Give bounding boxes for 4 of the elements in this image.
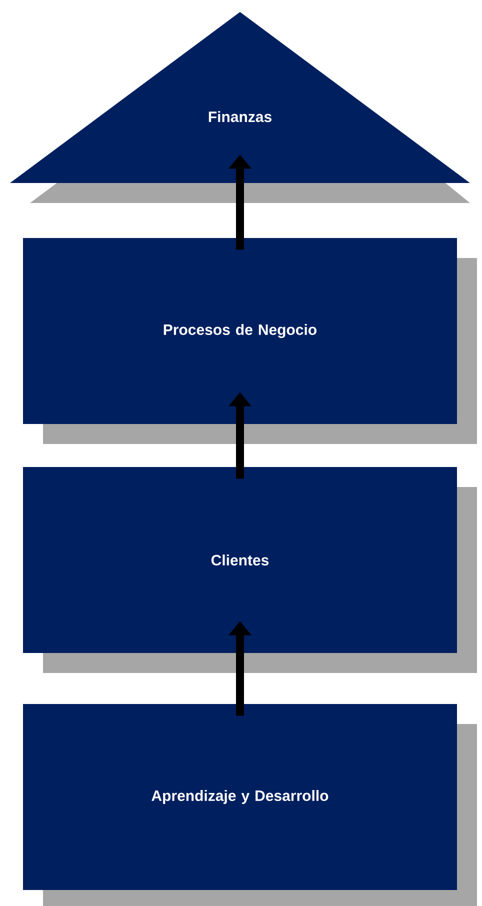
process-box: Aprendizaje y Desarrollo xyxy=(23,704,457,890)
process-box: Procesos de Negocio xyxy=(23,238,457,424)
process-box: Clientes xyxy=(23,467,457,653)
roof-triangle: Finanzas xyxy=(10,12,470,183)
